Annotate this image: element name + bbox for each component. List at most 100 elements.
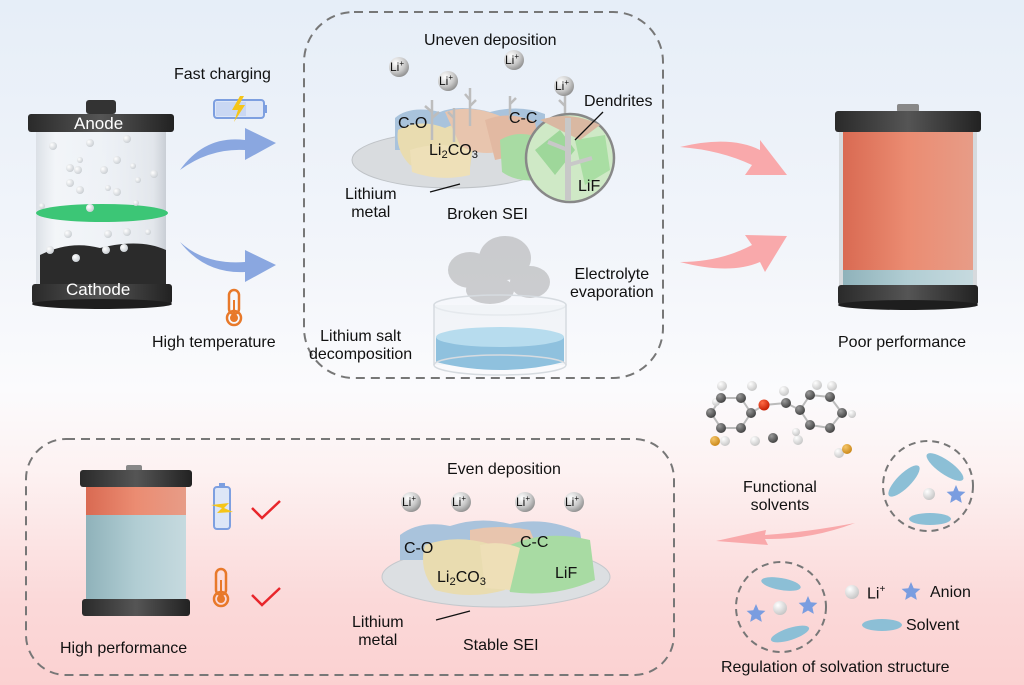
legend-li-charge: + [879, 584, 886, 595]
to-poor-arrow-top [680, 140, 787, 175]
li2co3-sub2: 2 [449, 575, 456, 588]
cathode-material [40, 243, 166, 290]
li-ion-charge: + [411, 494, 417, 503]
separator-disk [36, 204, 168, 222]
salt-line2: decomposition [309, 346, 413, 364]
good-panel-border [25, 438, 675, 676]
high-temperature-label: High temperature [152, 334, 276, 351]
good-li2co3-label: Li2CO3 [437, 569, 486, 589]
functional-solvent-molecule [706, 380, 856, 458]
li-ion-charge: + [448, 73, 454, 82]
solvation-caption: Regulation of solvation structure [721, 659, 950, 676]
fast-charging-label: Fast charging [174, 66, 271, 83]
legend-li-label: Li+ [867, 584, 885, 604]
li2co3-li: Li [429, 142, 442, 159]
li2co3-sub2: 2 [441, 148, 448, 161]
li-ion-text: Li [452, 495, 462, 509]
cathode-label: Cathode [66, 280, 131, 299]
li2co3-label: Li2CO3 [429, 142, 478, 162]
good-co-label: C-O [404, 540, 434, 557]
fast-charge-ok-icon [211, 483, 233, 530]
li-ion-charge: + [461, 494, 467, 503]
solvation-sheath-after [735, 561, 827, 653]
good-battery-top-cap [80, 470, 192, 487]
failure-panel-border [303, 11, 664, 379]
legend-anion-star-icon [901, 582, 921, 600]
poor-battery-top-cap [835, 111, 981, 132]
legend-solvent-icon [862, 619, 902, 631]
li-ions-even [401, 492, 584, 512]
li-ion-text: Li [402, 495, 412, 509]
li-ion-text: Li [516, 495, 526, 509]
li2co3-sub3: 3 [479, 575, 486, 588]
li-ion-charge: + [564, 78, 570, 87]
battery-top-cap [28, 114, 174, 132]
stable-sei-chunks [400, 520, 595, 595]
stable-sei-label: Stable SEI [463, 637, 539, 654]
even-deposition-title: Even deposition [447, 461, 561, 478]
lithium-metal-line1: Lithium [352, 614, 404, 631]
dendrites-leader-line [574, 111, 604, 141]
li2co3-co: CO [447, 142, 472, 159]
dendrite-magnifier [524, 112, 616, 204]
li-ion-label: Li+ [452, 494, 466, 510]
li-ion-charge: + [525, 494, 531, 503]
battery-terminal [86, 100, 116, 114]
li-ion-text: Li [555, 79, 565, 93]
co-label: C-O [398, 115, 428, 132]
cc-label: C-C [509, 110, 538, 127]
temperature-ok-icon [212, 567, 230, 608]
fast-charging-arrow [180, 128, 276, 170]
good-battery-red-layer [86, 485, 186, 515]
battery-bottom-cap [32, 284, 172, 304]
poor-battery-terminal [897, 104, 919, 112]
anode-label: Anode [74, 114, 124, 133]
lithium-metal-line2: metal [358, 632, 398, 650]
good-lif-label: LiF [555, 565, 578, 582]
high-temperature-arrow [180, 242, 276, 282]
charging-battery-icon [213, 96, 267, 122]
li-ion-label: Li+ [402, 494, 416, 510]
functional-line2: solvents [750, 497, 810, 515]
check-icon-temperature [251, 587, 281, 607]
solvation-sheath-before [882, 440, 974, 532]
legend-li-icon [845, 585, 859, 599]
broken-sei-label: Broken SEI [447, 206, 528, 223]
legend-solvent-label: Solvent [906, 617, 960, 634]
li-ion-label: Li+ [505, 52, 519, 68]
electrolyte-line1: Electrolyte [574, 266, 650, 283]
regulation-arrow [716, 523, 855, 545]
lithium-metal-line1: Lithium [345, 186, 397, 203]
li-ion-charge: + [514, 52, 520, 61]
li-ion-label: Li+ [439, 73, 453, 89]
lithium-metal-line2: metal [351, 204, 391, 222]
poor-battery-bottom-cap [838, 285, 978, 305]
li2co3-co: CO [455, 569, 480, 586]
dendrites [424, 88, 567, 142]
thermometer-icon [225, 288, 243, 327]
evaporation-steam [448, 236, 550, 304]
lithium-metal-leader-line [429, 183, 461, 193]
li-ion-label: Li+ [555, 78, 569, 94]
li-ion-charge: + [399, 59, 405, 68]
electrolyte-line2: evaporation [570, 284, 654, 302]
good-cc-label: C-C [520, 534, 549, 551]
poor-battery-red-electrolyte [843, 130, 973, 270]
li-ion-bubbles [39, 135, 158, 262]
li-ion-label: Li+ [565, 494, 579, 510]
lif-label: LiF [578, 178, 601, 195]
electrolyte-dish [433, 294, 567, 376]
poor-battery-teal-layer [843, 270, 973, 287]
